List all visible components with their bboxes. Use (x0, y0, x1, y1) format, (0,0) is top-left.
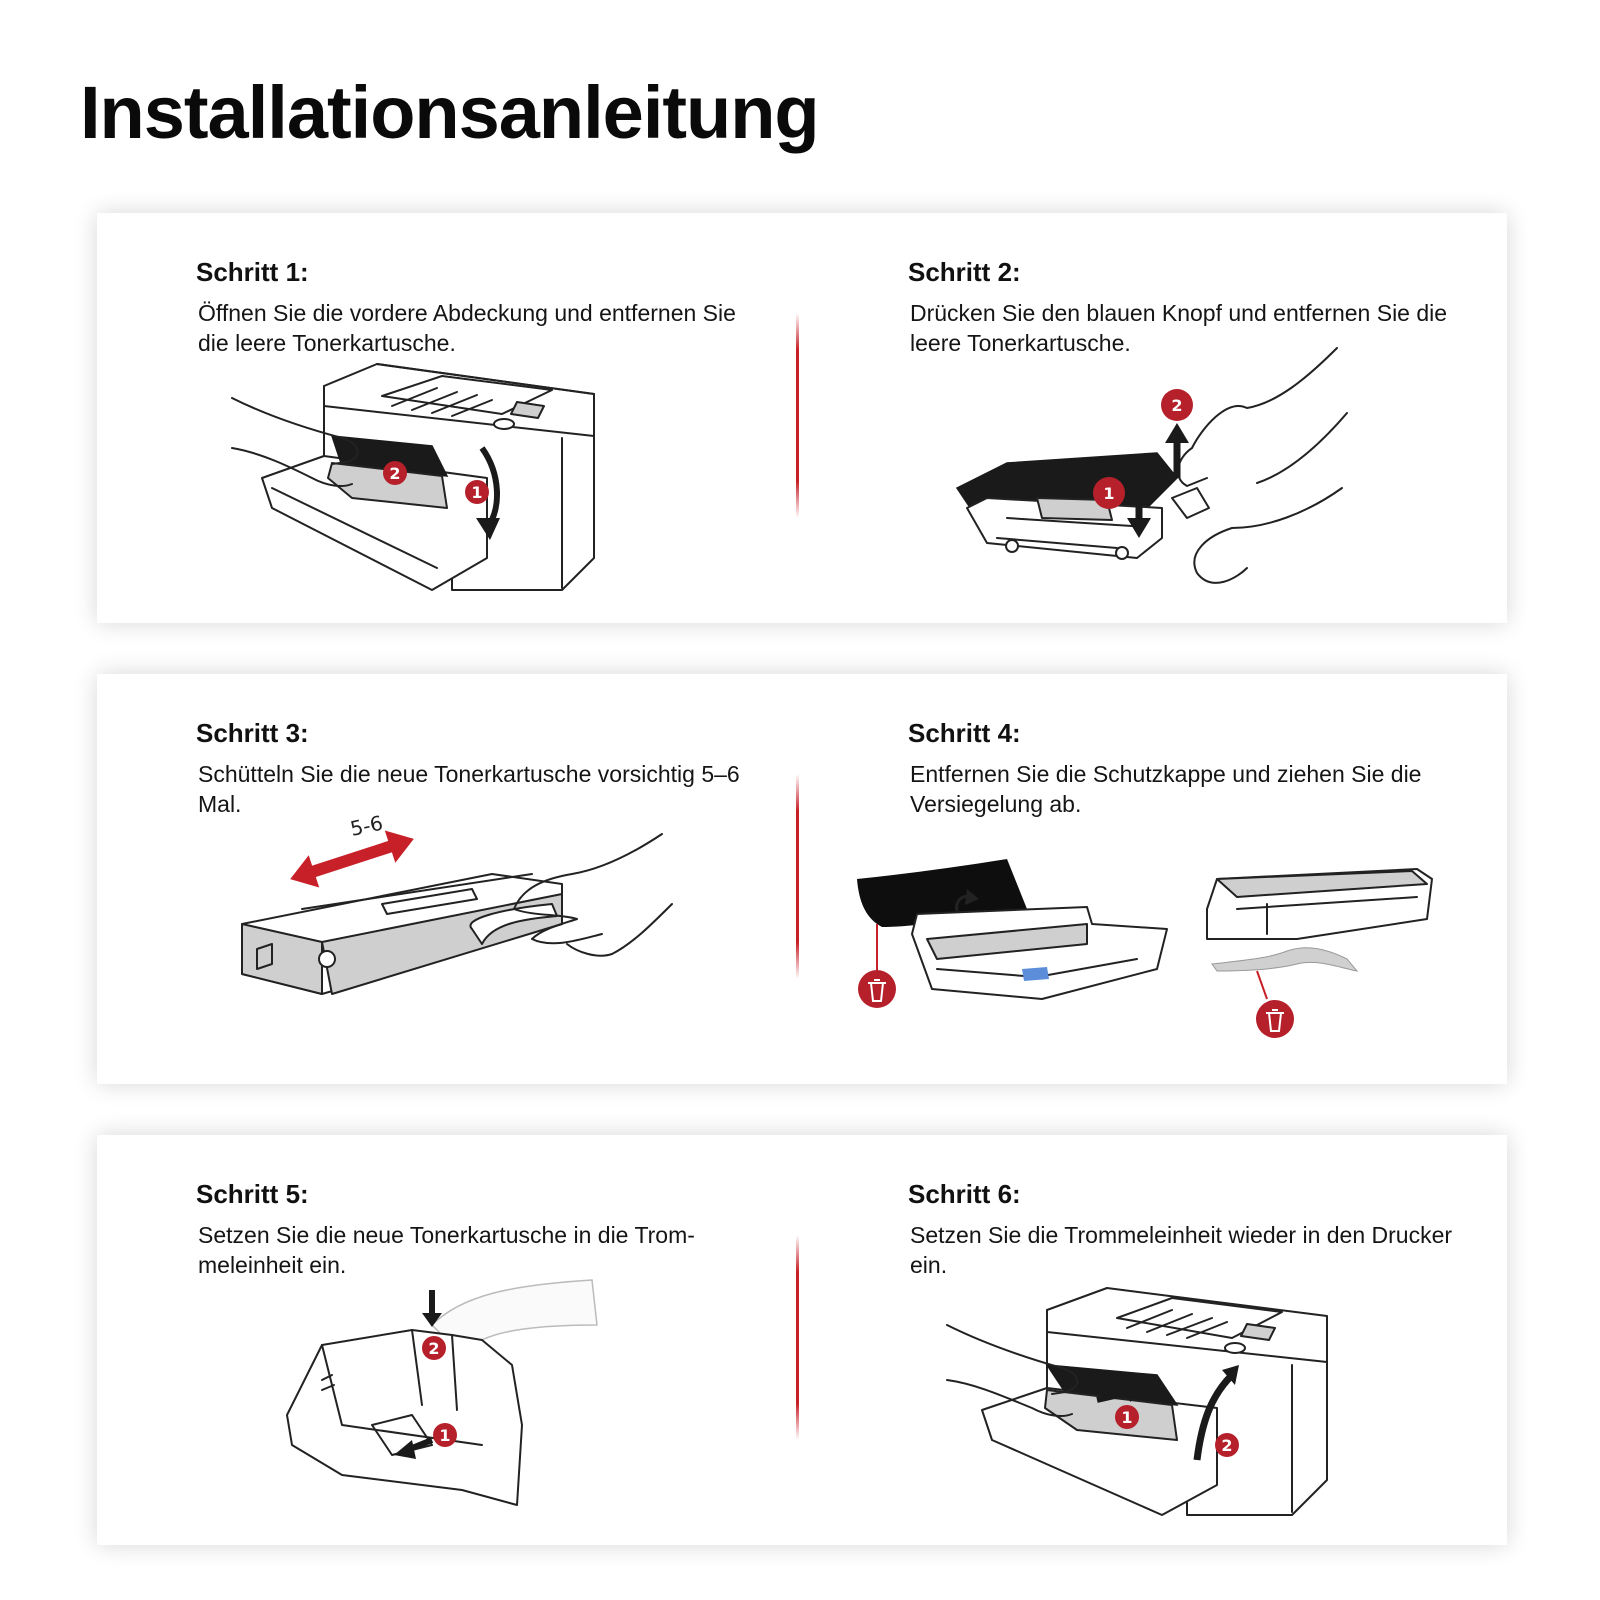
step-description: Setzen Sie die Trommeleinheit wieder in … (910, 1222, 1453, 1278)
svg-text:2: 2 (389, 464, 400, 483)
step-2: Schritt 2: Drücken Sie den blauen Knopf … (908, 257, 1508, 617)
illustration-insert-cartridge: 1 2 (282, 1275, 622, 1515)
step-5: Schritt 5: Setzen Sie die neue Tonerkart… (196, 1179, 796, 1539)
step-description: Schütteln Sie die neue Tonerkartusche vo… (198, 761, 740, 817)
illustration-shake-cartridge: 5-6 (232, 811, 673, 1044)
illustration-insert-drum-printer: 1 2 (946, 1280, 1347, 1520)
step-title: Schritt 5: (196, 1179, 309, 1209)
svg-text:1: 1 (439, 1426, 450, 1445)
illustration-open-printer: 1 2 (231, 358, 612, 598)
step-badge-2: 2 (383, 461, 407, 485)
step-title: Schritt 4: (908, 718, 1021, 748)
step-title: Schritt 1: (196, 257, 309, 287)
step-1: Schritt 1: Öffnen Sie die vordere Abdeck… (196, 257, 796, 617)
svg-text:1: 1 (471, 483, 482, 502)
svg-text:1: 1 (1103, 484, 1114, 503)
step-4: Schritt 4: Entfernen Sie die Schutzkappe… (908, 718, 1508, 1078)
card-divider (796, 1235, 799, 1440)
card-divider (796, 313, 799, 518)
step-description: Entfernen Sie die Schutzkappe und ziehen… (910, 761, 1422, 817)
step-title: Schritt 6: (908, 1179, 1021, 1209)
step-title: Schritt 3: (196, 718, 309, 748)
step-badge-1: 1 (1093, 477, 1125, 509)
step-title: Schritt 2: (908, 257, 1021, 287)
illustration-remove-seal (857, 849, 1477, 1059)
step-badge-1: 1 (465, 480, 489, 504)
step-6: Schritt 6: Setzen Sie die Trommeleinheit… (908, 1179, 1508, 1539)
step-description: Öffnen Sie die vordere Abdeckung und ent… (198, 300, 736, 356)
step-badge-1: 1 (1115, 1405, 1139, 1429)
svg-text:1: 1 (1121, 1408, 1132, 1427)
step-card-1-2: Schritt 1: Öffnen Sie die vordere Abdeck… (97, 213, 1507, 623)
step-badge-2: 2 (422, 1336, 446, 1360)
step-description: Drücken Sie den blauen Knopf und entfern… (910, 300, 1448, 356)
trash-icon (858, 970, 896, 1008)
step-badge-2: 2 (1161, 389, 1193, 421)
step-description: Setzen Sie die neue Tonerkartusche in di… (198, 1222, 695, 1278)
step-3: Schritt 3: Schütteln Sie die neue Tonerk… (196, 718, 796, 1078)
svg-text:2: 2 (428, 1339, 439, 1358)
step-card-3-4: Schritt 3: Schütteln Sie die neue Tonerk… (97, 674, 1507, 1084)
page-title: Installationsanleitung (80, 71, 820, 154)
svg-text:2: 2 (1221, 1436, 1232, 1455)
step-card-5-6: Schritt 5: Setzen Sie die neue Tonerkart… (97, 1135, 1507, 1545)
trash-icon (1256, 1000, 1294, 1038)
step-badge-1: 1 (433, 1423, 457, 1447)
step-badge-2: 2 (1215, 1433, 1239, 1457)
svg-text:2: 2 (1171, 396, 1182, 415)
card-divider (796, 774, 799, 979)
illustration-drum-unit-hands: 1 2 (947, 347, 1348, 598)
